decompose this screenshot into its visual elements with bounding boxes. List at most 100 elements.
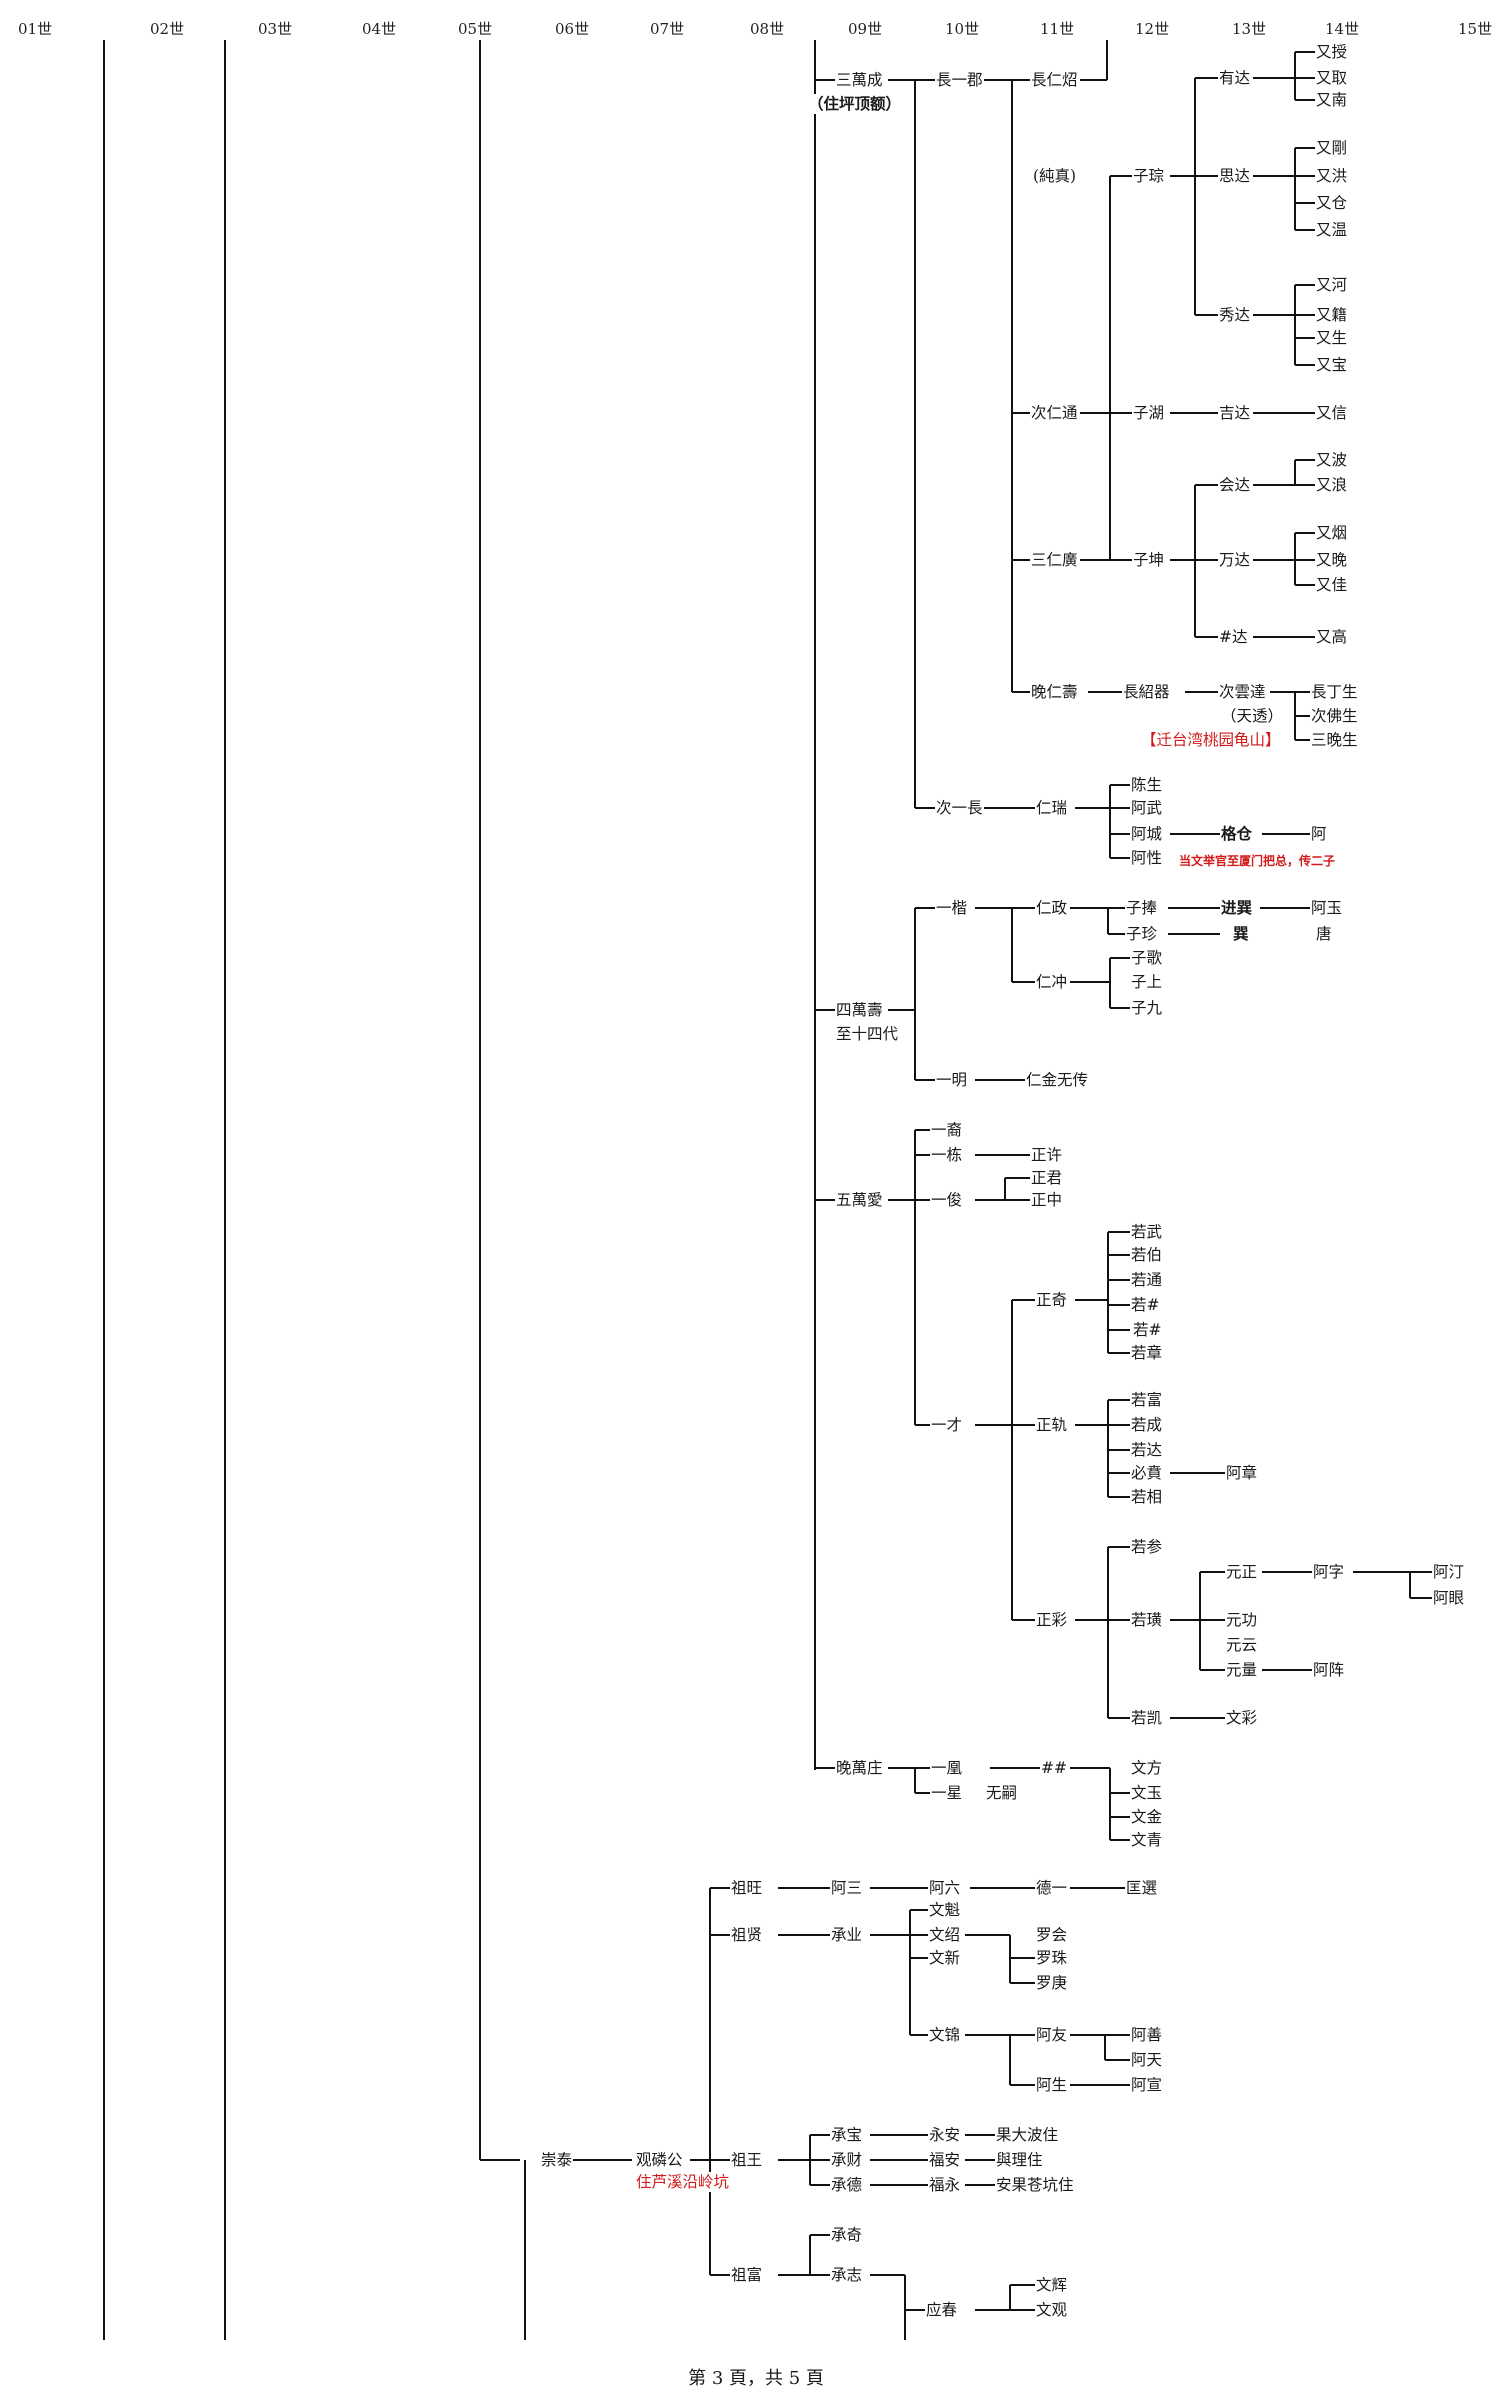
person-node: 又洪 bbox=[1315, 166, 1349, 186]
person-node: 福永 bbox=[928, 2175, 962, 2195]
person-node: 有达 bbox=[1218, 68, 1252, 88]
generation-label: 14世 bbox=[1325, 20, 1360, 38]
person-node: 阿城 bbox=[1130, 824, 1164, 844]
person-node: 又烟 bbox=[1315, 523, 1349, 543]
person-node: 又高 bbox=[1315, 627, 1349, 647]
person-node: 承财 bbox=[830, 2150, 864, 2170]
person-node: 阿阵 bbox=[1312, 1660, 1346, 1680]
person-node: 仁金无传 bbox=[1025, 1070, 1090, 1090]
person-node: 又生 bbox=[1315, 328, 1349, 348]
person-node: (純真) bbox=[1032, 166, 1078, 186]
annotation-note: 当文举官至厦门把总，传二子 bbox=[1178, 851, 1337, 871]
person-node: 次佛生 bbox=[1310, 706, 1359, 726]
person-node: 万达 bbox=[1218, 550, 1252, 570]
person-node: 次一長 bbox=[935, 798, 984, 818]
generation-label: 06世 bbox=[555, 20, 590, 38]
generation-label: 13世 bbox=[1232, 20, 1267, 38]
person-node: 一楷 bbox=[935, 898, 969, 918]
person-node: 正奇 bbox=[1035, 1290, 1069, 1310]
person-node: 子琮 bbox=[1132, 166, 1166, 186]
person-node: 一栋 bbox=[930, 1145, 964, 1165]
person-node: 文绍 bbox=[928, 1925, 962, 1945]
person-node: 若武 bbox=[1130, 1222, 1164, 1242]
person-node: 三仁廣 bbox=[1030, 550, 1079, 570]
person-node: 祖贤 bbox=[730, 1925, 764, 1945]
person-node: 長紹器 bbox=[1122, 682, 1171, 702]
person-node: 與理住 bbox=[995, 2150, 1044, 2170]
person-node: 一星 bbox=[930, 1783, 964, 1803]
person-node: 子湖 bbox=[1132, 403, 1166, 423]
person-node: 阿章 bbox=[1225, 1463, 1259, 1483]
person-node: 阿 bbox=[1310, 824, 1328, 844]
person-node: 晚萬庄 bbox=[835, 1758, 884, 1778]
person-node: 阿宣 bbox=[1130, 2075, 1164, 2095]
person-node: 仁政 bbox=[1035, 898, 1069, 918]
person-node: 又取 bbox=[1315, 68, 1349, 88]
person-node: 若富 bbox=[1130, 1390, 1164, 1410]
person-node: 若相 bbox=[1130, 1487, 1164, 1507]
person-node: 子上 bbox=[1130, 972, 1164, 992]
person-node: 長仁炤 bbox=[1030, 70, 1079, 90]
person-node: 仁瑞 bbox=[1035, 798, 1069, 818]
person-node: 罗会 bbox=[1035, 1925, 1069, 1945]
person-node: 子九 bbox=[1130, 998, 1164, 1018]
person-node: 阿性 bbox=[1130, 848, 1164, 868]
person-node: 又宝 bbox=[1315, 355, 1349, 375]
generation-label: 12世 bbox=[1135, 20, 1170, 38]
person-node: 文青 bbox=[1130, 1830, 1164, 1850]
person-node: 又授 bbox=[1315, 42, 1349, 62]
person-node: 承德 bbox=[830, 2175, 864, 2195]
person-node: 阿玉 bbox=[1310, 898, 1344, 918]
person-node: 承业 bbox=[830, 1925, 864, 1945]
person-node: 又仓 bbox=[1315, 193, 1349, 213]
person-node: 文新 bbox=[928, 1948, 962, 1968]
person-node: 又浪 bbox=[1315, 475, 1349, 495]
person-node: 承宝 bbox=[830, 2125, 864, 2145]
person-node: 四萬壽 bbox=[835, 1000, 884, 1020]
person-node: 阿三 bbox=[830, 1878, 864, 1898]
person-node: （住坪顶额） bbox=[807, 94, 903, 114]
person-node: 思达 bbox=[1218, 166, 1252, 186]
generation-label: 08世 bbox=[750, 20, 785, 38]
person-node: 永安 bbox=[928, 2125, 962, 2145]
person-node: #达 bbox=[1218, 627, 1249, 647]
person-node: 承志 bbox=[830, 2265, 864, 2285]
person-node: 長丁生 bbox=[1310, 682, 1359, 702]
person-node: 若通 bbox=[1130, 1270, 1164, 1290]
generation-label: 04世 bbox=[362, 20, 397, 38]
annotation-note: 【迁台湾桃园龟山】 bbox=[1140, 730, 1282, 750]
person-node: 又佳 bbox=[1315, 575, 1349, 595]
person-node: 一凰 bbox=[930, 1758, 964, 1778]
person-node: 应春 bbox=[925, 2300, 959, 2320]
person-node: 崇泰 bbox=[540, 2150, 574, 2170]
person-node: 文金 bbox=[1130, 1807, 1164, 1827]
person-node: 一俊 bbox=[930, 1190, 964, 1210]
person-node: 三晚生 bbox=[1310, 730, 1359, 750]
person-node: 承奇 bbox=[830, 2225, 864, 2245]
person-node: 又南 bbox=[1315, 90, 1349, 110]
person-node: 文方 bbox=[1130, 1758, 1164, 1778]
person-node: 元功 bbox=[1225, 1610, 1259, 1630]
person-node: 秀达 bbox=[1218, 305, 1252, 325]
person-node: 阿生 bbox=[1035, 2075, 1069, 2095]
person-node: 阿眼 bbox=[1432, 1588, 1466, 1608]
person-node: 又信 bbox=[1315, 403, 1349, 423]
person-node: 又温 bbox=[1315, 220, 1349, 240]
person-node: 正轨 bbox=[1035, 1415, 1069, 1435]
person-node: 阿武 bbox=[1130, 798, 1164, 818]
person-node: 又波 bbox=[1315, 450, 1349, 470]
person-node: 元云 bbox=[1225, 1635, 1259, 1655]
person-node: 子珍 bbox=[1125, 924, 1159, 944]
person-node: 次仁通 bbox=[1030, 403, 1079, 423]
person-node: 德一 bbox=[1035, 1878, 1069, 1898]
person-node: 一明 bbox=[935, 1070, 969, 1090]
person-node: 正中 bbox=[1030, 1190, 1064, 1210]
person-node: 祖富 bbox=[730, 2265, 764, 2285]
person-node: 正许 bbox=[1030, 1145, 1064, 1165]
person-node: 元量 bbox=[1225, 1660, 1259, 1680]
person-node: 次雲達 bbox=[1218, 682, 1267, 702]
person-node: 又剛 bbox=[1315, 138, 1349, 158]
person-node: 阿天 bbox=[1130, 2050, 1164, 2070]
